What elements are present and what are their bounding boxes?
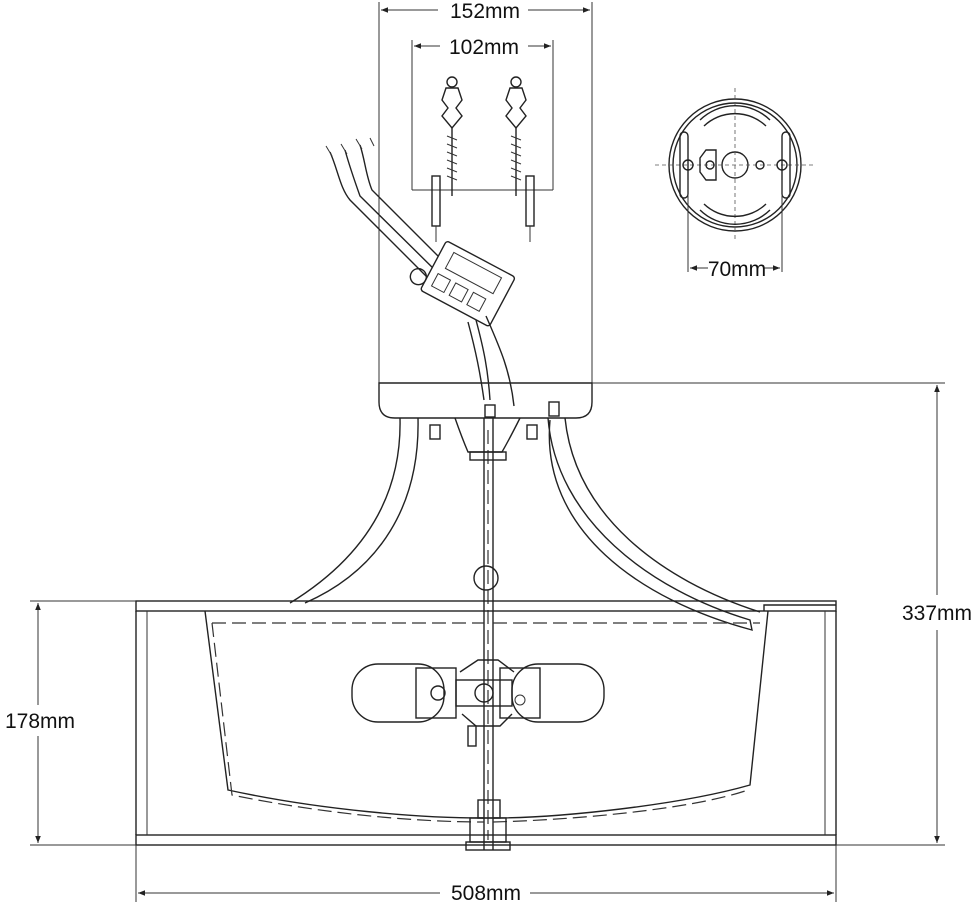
bracket-width-label: 102mm bbox=[449, 36, 519, 59]
canopy-width-label: 152mm bbox=[450, 0, 520, 23]
mounting-plate-top-view bbox=[655, 88, 815, 272]
lamp-cluster bbox=[351, 659, 605, 747]
terminal-block bbox=[409, 241, 516, 407]
total-height-label: 337mm bbox=[902, 602, 972, 625]
bottom-finial bbox=[465, 799, 511, 851]
shade-width-dimension bbox=[135, 845, 837, 902]
drum-shade bbox=[135, 600, 837, 846]
mounting-screw-left bbox=[431, 76, 463, 242]
central-rod bbox=[469, 418, 507, 850]
shade-height-dimension bbox=[30, 600, 136, 846]
total-height-dimension bbox=[592, 382, 945, 846]
shade-width-label: 508mm bbox=[451, 882, 521, 904]
shade-height-label: 178mm bbox=[5, 710, 75, 733]
support-arms bbox=[289, 417, 761, 631]
canopy bbox=[378, 382, 593, 453]
canopy-width-dimension: 152mm bbox=[378, 0, 593, 383]
mounting-screw-right bbox=[505, 76, 535, 242]
bracket-width-dimension: 102mm bbox=[411, 36, 554, 191]
supply-wires bbox=[325, 137, 451, 281]
plate-width-label: 70mm bbox=[708, 258, 766, 281]
